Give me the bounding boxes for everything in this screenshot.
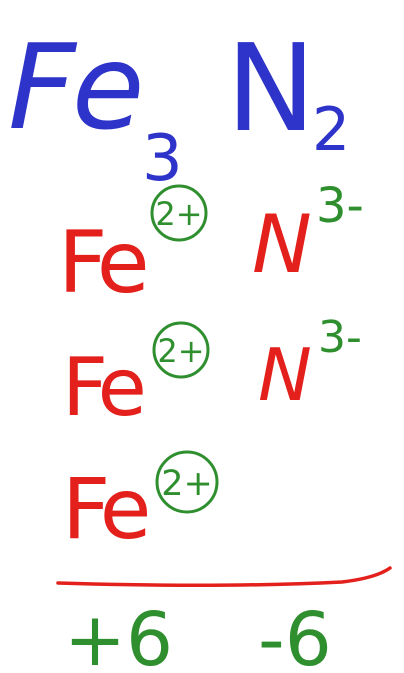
row3-cation-charge: 2+ <box>161 464 213 504</box>
row2-cation-charge: 2+ <box>157 332 204 370</box>
row2-cation: Fe <box>62 341 143 434</box>
row1-cation-charge: 2+ <box>155 195 202 233</box>
row1-anion: N <box>252 198 312 291</box>
total-positive: +6 <box>64 597 173 673</box>
charge-totals: +6 -6 <box>64 597 332 673</box>
row3-charge-circle <box>155 450 219 514</box>
ion-row-2: Fe 2+ N 3- <box>62 312 362 434</box>
row2-anion: N <box>258 333 312 417</box>
row2-charge-circle <box>152 321 210 379</box>
row1-anion-charge: 3- <box>316 178 364 234</box>
ion-row-1: Fe 2+ N 3- <box>58 178 364 313</box>
sum-line <box>56 566 392 588</box>
formula-n: N <box>226 20 316 159</box>
total-negative: -6 <box>258 597 332 673</box>
formula-n-subscript: 2 <box>312 95 350 165</box>
formula-fe-subscript: 3 <box>142 122 183 196</box>
row1-charge-circle <box>150 184 208 242</box>
formula-fe: Fe <box>8 18 140 156</box>
ion-row-3: Fe 2+ <box>62 450 219 558</box>
formula: Fe 3 N 2 <box>8 18 350 196</box>
row3-cation: Fe <box>62 460 148 558</box>
row2-anion-charge: 3- <box>318 312 362 363</box>
row1-cation: Fe <box>58 213 146 313</box>
